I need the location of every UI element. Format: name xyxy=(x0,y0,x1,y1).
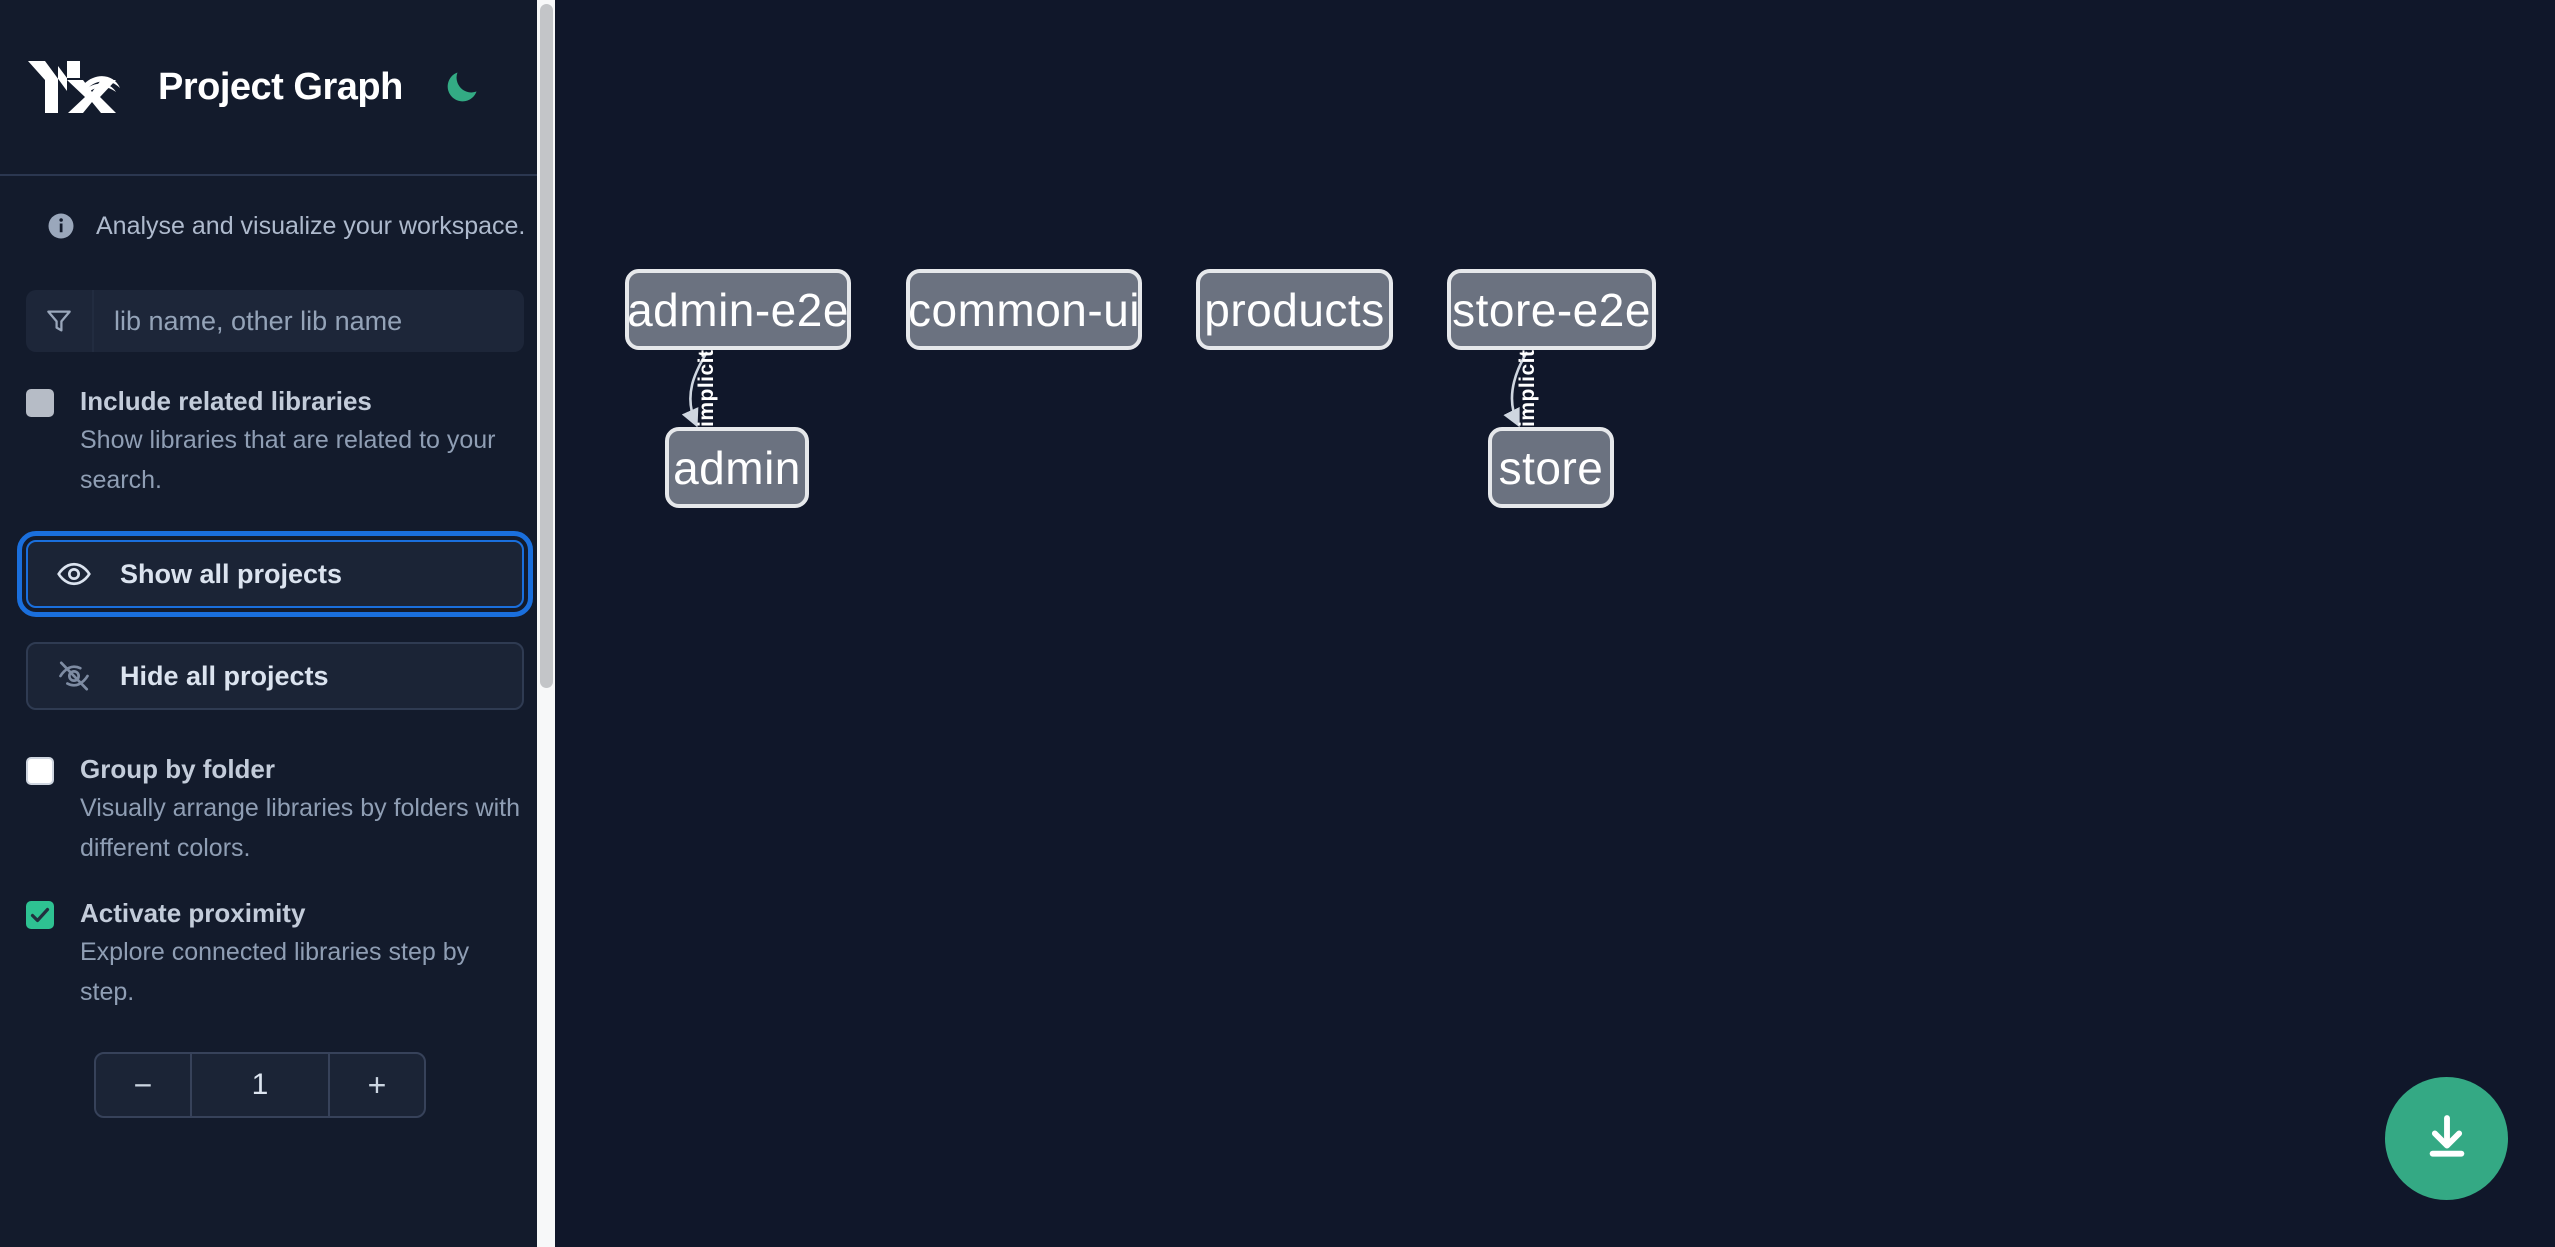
graph-node-label: products xyxy=(1204,283,1385,336)
graph-node-admin[interactable]: admin xyxy=(665,427,809,508)
option-description: Visually arrange libraries by folders wi… xyxy=(80,794,521,862)
checkbox-include-related[interactable] xyxy=(26,389,54,417)
eye-icon xyxy=(56,554,96,594)
edge-label-implicit-store: implicit xyxy=(1516,349,1539,427)
moon-icon[interactable] xyxy=(439,64,485,110)
option-description: Show libraries that are related to your … xyxy=(80,426,496,494)
info-icon xyxy=(46,211,76,241)
graph-node-store[interactable]: store xyxy=(1488,427,1614,508)
sidebar-tagline: Analyse and visualize your workspace. xyxy=(0,176,555,276)
graph-node-store-e2e[interactable]: store-e2e xyxy=(1447,269,1656,350)
option-group-by-folder[interactable]: Group by folder Visually arrange librari… xyxy=(26,752,529,868)
nx-logo-icon xyxy=(26,56,122,118)
sidebar-body: Include related libraries Show libraries… xyxy=(0,290,555,1118)
option-activate-proximity[interactable]: Activate proximity Explore connected lib… xyxy=(26,896,529,1012)
option-text: Activate proximity Explore connected lib… xyxy=(80,896,520,1012)
sidebar-scrollbar[interactable] xyxy=(537,0,555,1247)
option-text: Include related libraries Show libraries… xyxy=(80,384,520,500)
proximity-increment-button[interactable]: + xyxy=(328,1054,424,1116)
proximity-decrement-button[interactable]: − xyxy=(96,1054,192,1116)
visibility-buttons: Show all projects Hide all projects xyxy=(17,531,533,710)
graph-node-label: common-ui xyxy=(908,283,1141,336)
proximity-value: 1 xyxy=(251,1068,269,1101)
option-include-related-libraries[interactable]: Include related libraries Show libraries… xyxy=(26,384,529,500)
option-label: Include related libraries xyxy=(80,386,372,416)
graph-node-admin-e2e[interactable]: admin-e2e xyxy=(625,269,851,350)
show-all-projects-label: Show all projects xyxy=(120,558,343,589)
tagline-text: Analyse and visualize your workspace. xyxy=(96,211,526,240)
app-title: Project Graph xyxy=(158,65,403,108)
eye-off-icon xyxy=(56,656,96,696)
sidebar-header: Project Graph xyxy=(0,0,555,176)
hide-all-projects-label: Hide all projects xyxy=(120,660,329,691)
download-graph-button[interactable] xyxy=(2385,1077,2508,1200)
checkbox-group-by-folder[interactable] xyxy=(26,757,54,785)
graph-node-common-ui[interactable]: common-ui xyxy=(906,269,1142,350)
option-label: Activate proximity xyxy=(80,898,306,928)
hide-all-projects-button[interactable]: Hide all projects xyxy=(26,642,524,710)
graph-edges xyxy=(681,351,1529,428)
checkbox-activate-proximity[interactable] xyxy=(26,901,54,929)
graph-node-label: admin-e2e xyxy=(627,283,849,336)
proximity-stepper[interactable]: − 1 + xyxy=(94,1052,426,1118)
graph-canvas[interactable]: implicit implicit admin-e2e common-ui pr… xyxy=(555,0,2555,1247)
show-all-projects-button[interactable]: Show all projects xyxy=(17,531,533,617)
graph-node-label: admin xyxy=(673,441,801,494)
search-input[interactable] xyxy=(94,290,524,352)
edge-label-implicit-admin: implicit xyxy=(695,349,718,427)
filter-icon xyxy=(26,290,94,352)
graph-node-label: store xyxy=(1498,441,1604,494)
option-description: Explore connected libraries step by step… xyxy=(80,938,470,1006)
sidebar: Project Graph Analyse and visualize your… xyxy=(0,0,555,1247)
graph-node-label: store-e2e xyxy=(1452,283,1651,336)
search-field[interactable] xyxy=(26,290,524,352)
option-label: Group by folder xyxy=(80,754,275,784)
download-icon xyxy=(2420,1110,2474,1167)
graph-node-products[interactable]: products xyxy=(1196,269,1393,350)
sidebar-scrollbar-thumb[interactable] xyxy=(540,4,553,688)
option-text: Group by folder Visually arrange librari… xyxy=(80,752,520,868)
